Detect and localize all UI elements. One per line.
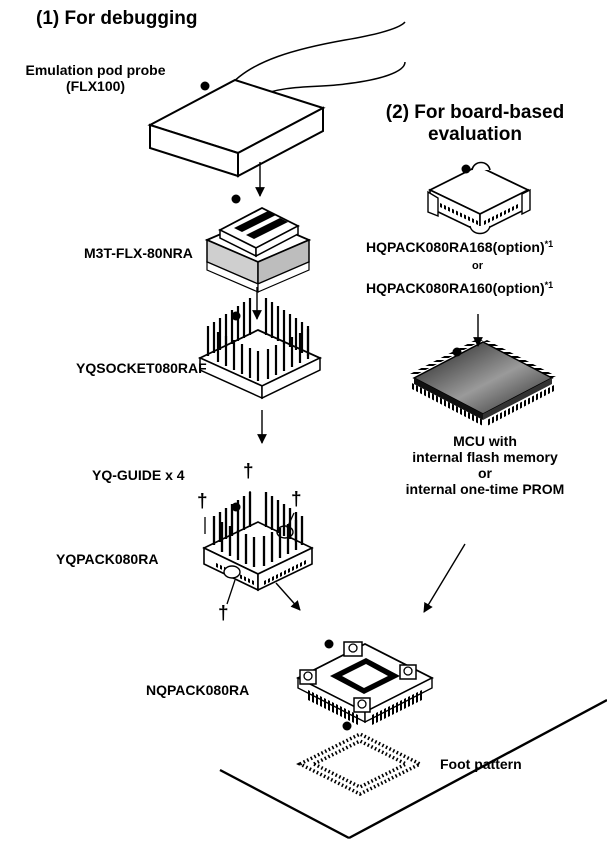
- mcu-label: MCU with internal flash memory or intern…: [385, 433, 585, 497]
- yqsocket-label: YQSOCKET080RAF: [76, 360, 207, 376]
- foot-pattern-label: Foot pattern: [440, 756, 522, 772]
- m3t-flx-80nra-adapter: [204, 206, 312, 293]
- or-label: or: [472, 260, 483, 272]
- emulation-pod-probe: [147, 21, 406, 178]
- hqpack-080ra-adapter: [427, 161, 531, 235]
- mcu-label-line2: internal flash memory: [412, 449, 558, 466]
- hqpack160-footnote: *1: [544, 280, 554, 290]
- mcu-label-line3: or: [478, 465, 492, 482]
- mcu-label-line4: internal one-time PROM: [405, 481, 565, 498]
- pin1-markers: [200, 81, 471, 731]
- section-debug-title: (1) For debugging: [36, 8, 198, 29]
- flow-arrows: [252, 162, 483, 613]
- dagger-left: †: [197, 491, 208, 512]
- hqpack168-label-text: HQPACK080RA168(option): [366, 239, 545, 255]
- target-board: [219, 698, 607, 840]
- section-board-title-line2: evaluation: [428, 123, 522, 145]
- pod-probe-label-line2: (FLX100): [65, 78, 126, 95]
- flx-label: M3T-FLX-80NRA: [84, 245, 193, 261]
- yq-guide-leaders: [204, 491, 295, 605]
- hqpack168-label: HQPACK080RA168(option)*1: [366, 239, 553, 255]
- pod-probe-label: Emulation pod probe (FLX100): [8, 62, 183, 94]
- pod-probe-label-line1: Emulation pod probe: [25, 62, 166, 78]
- hqpack160-label-text: HQPACK080RA160(option): [366, 280, 545, 296]
- section-board-title-line1: (2) For board-based: [385, 102, 565, 123]
- mcu-chip: [410, 338, 556, 426]
- yqpack-label: YQPACK080RA: [56, 551, 159, 567]
- nqpack-label: NQPACK080RA: [146, 682, 250, 698]
- yqsocket-080raf: [197, 298, 323, 400]
- mcu-label-line1: MCU with: [453, 433, 517, 449]
- hqpack160-label: HQPACK080RA160(option)*1: [366, 280, 553, 296]
- section-board-title: (2) For board-based evaluation: [372, 102, 578, 146]
- yqguide-label: YQ-GUIDE x 4: [92, 467, 185, 483]
- yqpack-080ra: [202, 492, 314, 592]
- dagger-top: †: [243, 461, 254, 482]
- nqpack-080ra: [296, 641, 434, 726]
- dagger-right: †: [291, 489, 302, 510]
- hqpack168-footnote: *1: [544, 239, 554, 249]
- dagger-bottom: †: [218, 603, 229, 624]
